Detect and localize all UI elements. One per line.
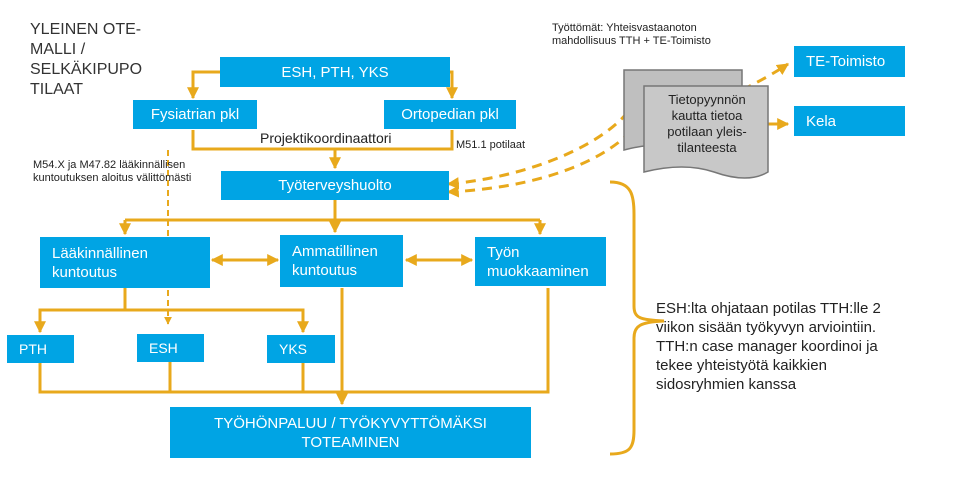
line-fysiatrian-join — [191, 130, 335, 151]
node-tyohonpaluu: TYÖHÖNPALUU / TYÖKYVYTTÖMÄKSI TOTEAMINEN — [170, 407, 531, 458]
node-te-toimisto: TE-Toimisto — [794, 46, 905, 77]
arrow-ortopedian-to-tth — [329, 130, 454, 170]
node-esh: ESH — [137, 334, 204, 362]
label-m54: M54.X ja M47.82 lääkinnällisen kuntoutuk… — [33, 159, 192, 184]
label-projektikoordinaattori: Projektikoordinaattori — [260, 130, 392, 146]
document-text: Tietopyynnön kautta tietoa potilaan ylei… — [667, 92, 747, 155]
node-tyoterveyshuolto: Työterveyshuolto — [221, 171, 449, 200]
label-m51: M51.1 potilaat — [456, 139, 526, 151]
line-bottom-bus — [38, 288, 550, 394]
node-ortopedian-pkl: Ortopedian pkl — [384, 100, 516, 129]
node-kela: Kela — [794, 106, 905, 136]
line-pth-esh-yks-join — [168, 362, 305, 392]
node-yks: YKS — [267, 335, 335, 363]
node-tyon-muokkaaminen: Työn muokkaaminen — [475, 237, 606, 286]
node-esh-pth-yks: ESH, PTH, YKS — [220, 57, 450, 87]
unemployed-note: Työttömät: Yhteisvastaanoton mahdollisuu… — [552, 22, 711, 47]
arrow-top-to-fysiatrian — [187, 70, 220, 100]
node-pth: PTH — [7, 335, 74, 363]
node-ammatillinen-kuntoutus: Ammatillinen kuntoutus — [280, 235, 403, 287]
node-fysiatrian-pkl: Fysiatrian pkl — [133, 100, 257, 129]
document-stack-icon — [623, 69, 769, 179]
summary-bracket — [609, 180, 665, 456]
dashed-doc-to-tth-1 — [446, 111, 630, 190]
summary-text: ESH:lta ohjataan potilas TTH:lle 2 viiko… — [656, 300, 881, 393]
line-laak-bus — [40, 308, 309, 334]
node-laakinnallinen-kuntoutus: Lääkinnällinen kuntoutus — [40, 237, 210, 288]
diagram-title: YLEINEN OTE- MALLI / SELKÄKIPUPO TILAAT — [30, 21, 143, 98]
arrow-top-to-ortopedian — [446, 70, 458, 100]
